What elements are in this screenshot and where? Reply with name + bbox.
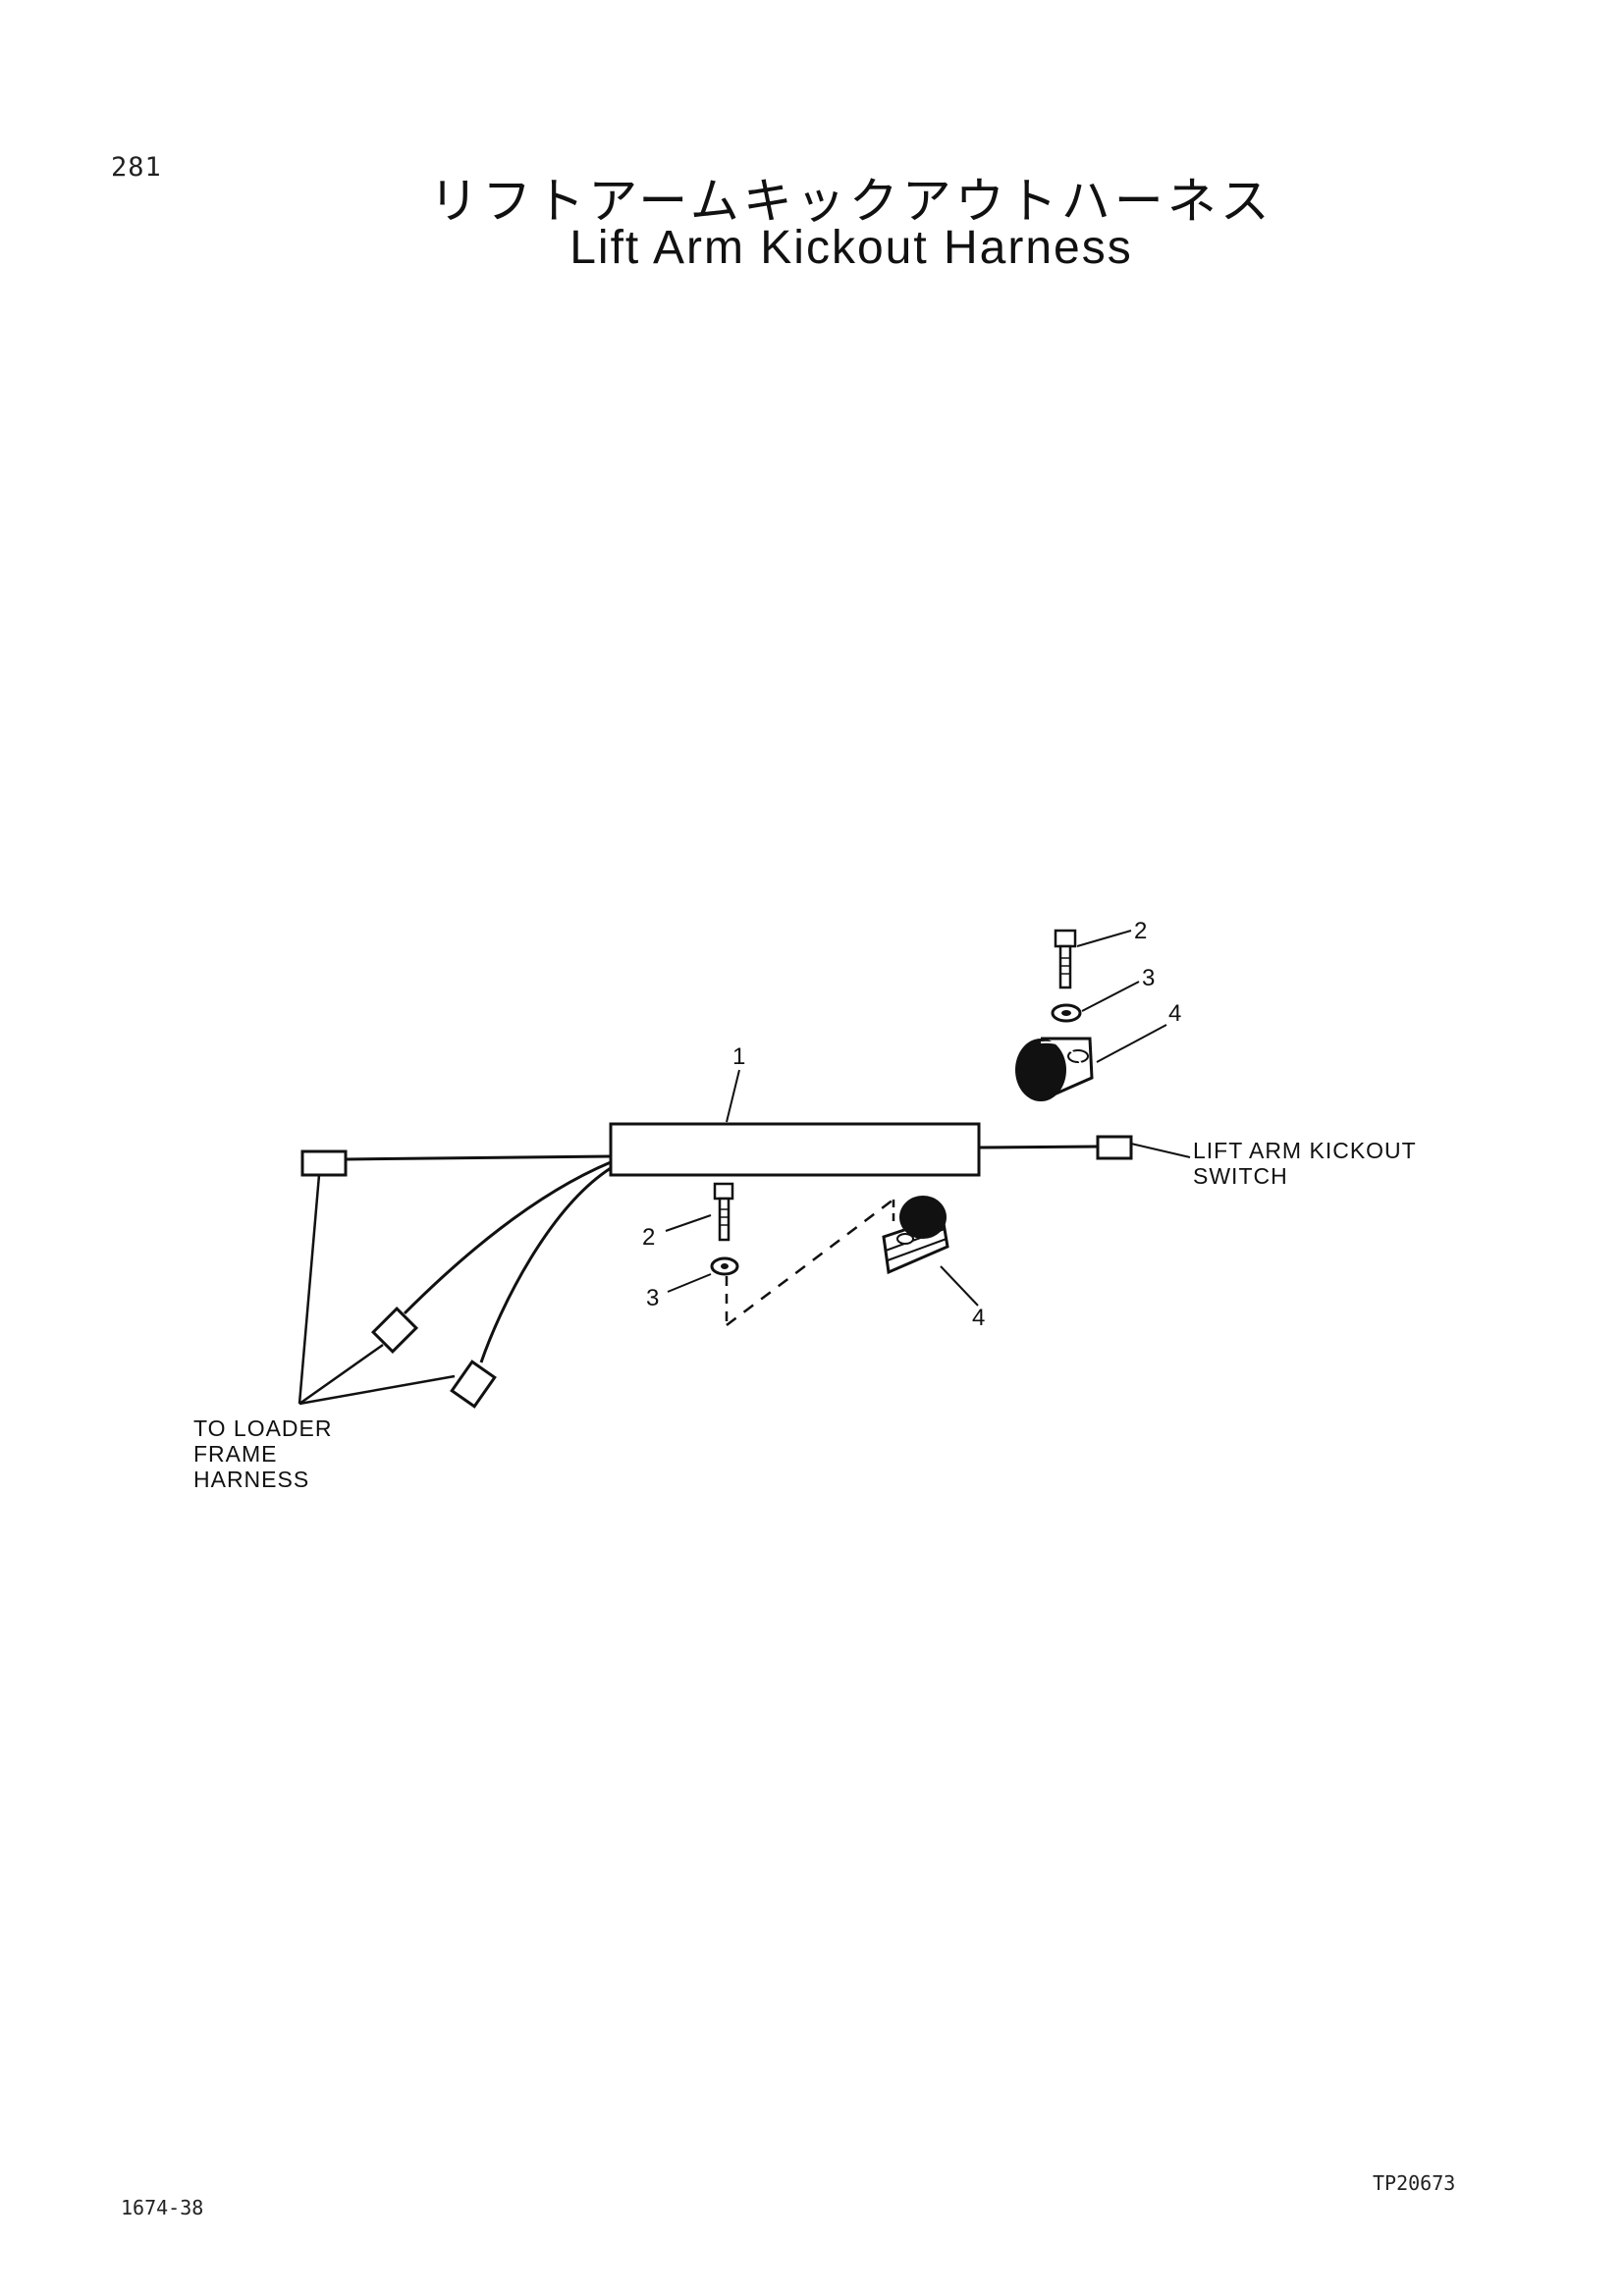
callout-4-lower-leader xyxy=(940,1265,979,1307)
clamp-upper-icon xyxy=(1015,1037,1094,1101)
loader-note-line2: FRAME xyxy=(193,1441,278,1467)
branch-wire-a xyxy=(403,1160,612,1315)
title-english: Lift Arm Kickout Harness xyxy=(569,222,1133,274)
left-wire xyxy=(345,1154,612,1161)
callout-4-upper: 4 xyxy=(1168,1000,1181,1027)
loader-leader-a xyxy=(298,1174,321,1405)
loader-note-line1: TO LOADER xyxy=(193,1415,333,1441)
callout-2-lower-leader xyxy=(665,1214,712,1232)
switch-note-line1: LIFT ARM KICKOUT xyxy=(1193,1138,1417,1163)
branch-connector-a xyxy=(370,1306,419,1355)
clamp-lower-icon xyxy=(882,1196,949,1275)
callout-4-upper-leader xyxy=(1096,1024,1167,1063)
footer-left-code: 1674-38 xyxy=(121,2196,204,2219)
assembly-guide-diagonal xyxy=(726,1199,894,1326)
washer-upper-hole xyxy=(1061,1010,1071,1016)
harness-body xyxy=(609,1122,981,1177)
washer-lower-hole xyxy=(721,1263,729,1269)
callout-3-upper-leader xyxy=(1081,981,1140,1012)
callout-1-leader xyxy=(726,1069,740,1123)
footer-right-code: TP20673 xyxy=(1373,2171,1456,2195)
callout-2-upper-leader xyxy=(1076,930,1132,947)
callout-4-lower: 4 xyxy=(972,1305,985,1331)
switch-note-line2: SWITCH xyxy=(1193,1163,1288,1189)
callout-3-lower: 3 xyxy=(646,1285,659,1311)
callout-2-upper: 2 xyxy=(1134,918,1147,944)
bolt-upper-icon xyxy=(1054,929,1077,989)
loader-leader-b xyxy=(298,1343,384,1406)
loader-leader-c xyxy=(298,1374,456,1406)
switch-leader xyxy=(1130,1143,1191,1158)
callout-3-upper: 3 xyxy=(1142,965,1155,991)
branch-connector-b xyxy=(450,1360,497,1409)
loader-note-line3: HARNESS xyxy=(193,1467,309,1492)
callout-3-lower-leader xyxy=(667,1273,712,1293)
right-wire xyxy=(978,1145,1099,1149)
branch-wire-b xyxy=(479,1166,612,1363)
title-japanese: リフトアームキックアウトハーネス xyxy=(429,173,1273,230)
left-connector xyxy=(300,1149,348,1177)
callout-1: 1 xyxy=(732,1043,745,1070)
page-number: 281 xyxy=(111,152,162,183)
right-connector xyxy=(1096,1135,1133,1160)
callout-2-lower: 2 xyxy=(642,1224,655,1251)
bolt-lower-icon xyxy=(713,1182,734,1242)
